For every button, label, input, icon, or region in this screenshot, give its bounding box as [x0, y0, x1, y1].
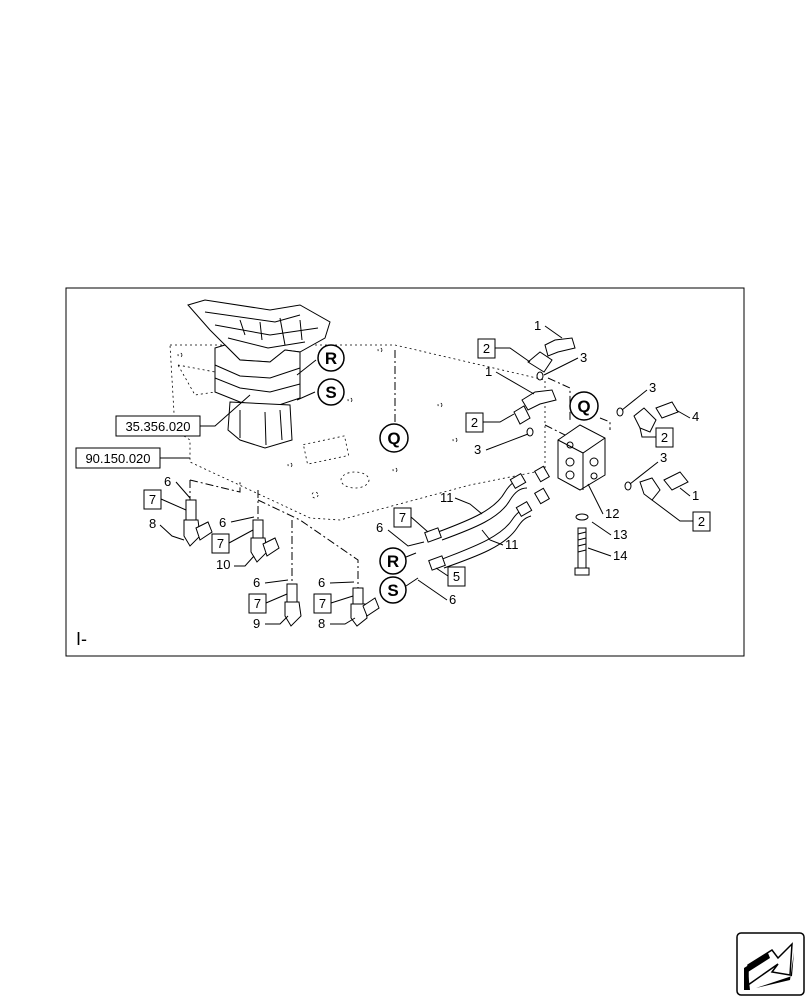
boxed-callout-5: 5 [435, 566, 466, 587]
callout-6-f: 6 [417, 579, 456, 607]
svg-text:1: 1 [485, 364, 492, 379]
callout-6-d: 6 [318, 575, 355, 590]
svg-text:6: 6 [449, 592, 456, 607]
next-page-arrow-icon[interactable] [736, 932, 805, 996]
circle-marker-q-left: Q [379, 423, 409, 453]
circle-marker-r-bottom: R [379, 547, 417, 575]
circle-marker-q-right: Q [569, 391, 599, 421]
boxed-callout-2-a: 2 [477, 338, 531, 363]
boxed-callout-7-a: 7 [143, 489, 187, 511]
svg-text:7: 7 [217, 536, 224, 551]
valve-block [557, 424, 606, 491]
hoses [424, 465, 551, 571]
callout-8-bottom: 8 [318, 616, 356, 631]
callout-4: 4 [675, 409, 699, 424]
callout-12: 12 [587, 483, 619, 521]
circle-marker-s-top: S [296, 378, 345, 406]
svg-text:Q: Q [387, 429, 400, 448]
svg-text:1: 1 [692, 488, 699, 503]
callout-9: 9 [253, 615, 289, 631]
callout-3-right-a: 3 [621, 380, 656, 411]
boxed-callout-2-b: 2 [465, 412, 515, 433]
svg-text:9: 9 [253, 616, 260, 631]
circle-marker-s-bottom: S [379, 576, 419, 604]
callout-13: 13 [591, 521, 627, 542]
mounting-bolt [574, 513, 590, 576]
svg-text:7: 7 [254, 596, 261, 611]
callout-3-right-b: 3 [629, 450, 667, 485]
svg-text:7: 7 [149, 492, 156, 507]
circle-marker-r-top: R [296, 344, 345, 376]
svg-text:2: 2 [483, 341, 490, 356]
floor-plate [169, 344, 546, 521]
callout-3-left: 3 [474, 433, 529, 457]
svg-text:12: 12 [605, 506, 619, 521]
svg-text:4: 4 [692, 409, 699, 424]
callout-6-e: 6 [376, 520, 425, 547]
callout-11-top: 11 [440, 490, 483, 515]
reference-box-90-150-020[interactable]: 90.150.020 [75, 447, 161, 469]
callout-11-bottom: 11 [481, 529, 519, 552]
svg-text:90.150.020: 90.150.020 [85, 451, 150, 466]
svg-text:3: 3 [649, 380, 656, 395]
boxed-callout-7-b: 7 [211, 529, 254, 554]
callout-1-top: 1 [534, 318, 563, 339]
left-fittings [183, 499, 380, 627]
svg-text:Q: Q [577, 397, 590, 416]
reference-box-35-356-020[interactable]: 35.356.020 [115, 415, 201, 437]
callout-6-b: 6 [219, 515, 255, 530]
boxed-callout-7-e: 7 [393, 507, 429, 533]
boxed-callout-2-c: 2 [639, 427, 674, 448]
svg-text:6: 6 [164, 474, 171, 489]
callout-8-left: 8 [149, 516, 185, 541]
svg-text:6: 6 [219, 515, 226, 530]
svg-text:3: 3 [474, 442, 481, 457]
svg-text:11: 11 [505, 537, 519, 552]
callout-6-c: 6 [253, 575, 289, 590]
svg-text:14: 14 [613, 548, 627, 563]
svg-text:8: 8 [318, 616, 325, 631]
svg-text:2: 2 [471, 415, 478, 430]
right-fittings [513, 337, 689, 501]
diagram-frame [65, 287, 745, 657]
svg-text:11: 11 [440, 490, 454, 505]
callout-1-mid: 1 [485, 364, 535, 395]
svg-text:10: 10 [216, 557, 230, 572]
svg-text:13: 13 [613, 527, 627, 542]
svg-text:6: 6 [376, 520, 383, 535]
svg-text:2: 2 [661, 430, 668, 445]
svg-text:R: R [387, 552, 399, 571]
pedal-assembly [177, 299, 331, 449]
svg-text:6: 6 [318, 575, 325, 590]
svg-text:R: R [325, 349, 337, 368]
svg-text:3: 3 [580, 350, 587, 365]
svg-text:8: 8 [149, 516, 156, 531]
svg-text:35.356.020: 35.356.020 [125, 419, 190, 434]
svg-text:7: 7 [319, 596, 326, 611]
callout-6-a: 6 [164, 474, 191, 499]
svg-text:3: 3 [660, 450, 667, 465]
boxed-callout-7-c: 7 [248, 593, 288, 614]
svg-text:7: 7 [399, 510, 406, 525]
svg-text:2: 2 [698, 514, 705, 529]
svg-text:5: 5 [453, 569, 460, 584]
frame-label: I- [76, 629, 87, 649]
callout-10: 10 [216, 555, 255, 572]
callout-14: 14 [587, 547, 627, 563]
svg-text:6: 6 [253, 575, 260, 590]
boxed-callout-2-d: 2 [651, 499, 711, 532]
svg-text:S: S [325, 383, 336, 402]
svg-text:S: S [387, 581, 398, 600]
boxed-callout-7-d: 7 [313, 593, 354, 614]
callout-3-top: 3 [543, 350, 587, 376]
svg-text:1: 1 [534, 318, 541, 333]
callout-1-right: 1 [679, 487, 699, 503]
